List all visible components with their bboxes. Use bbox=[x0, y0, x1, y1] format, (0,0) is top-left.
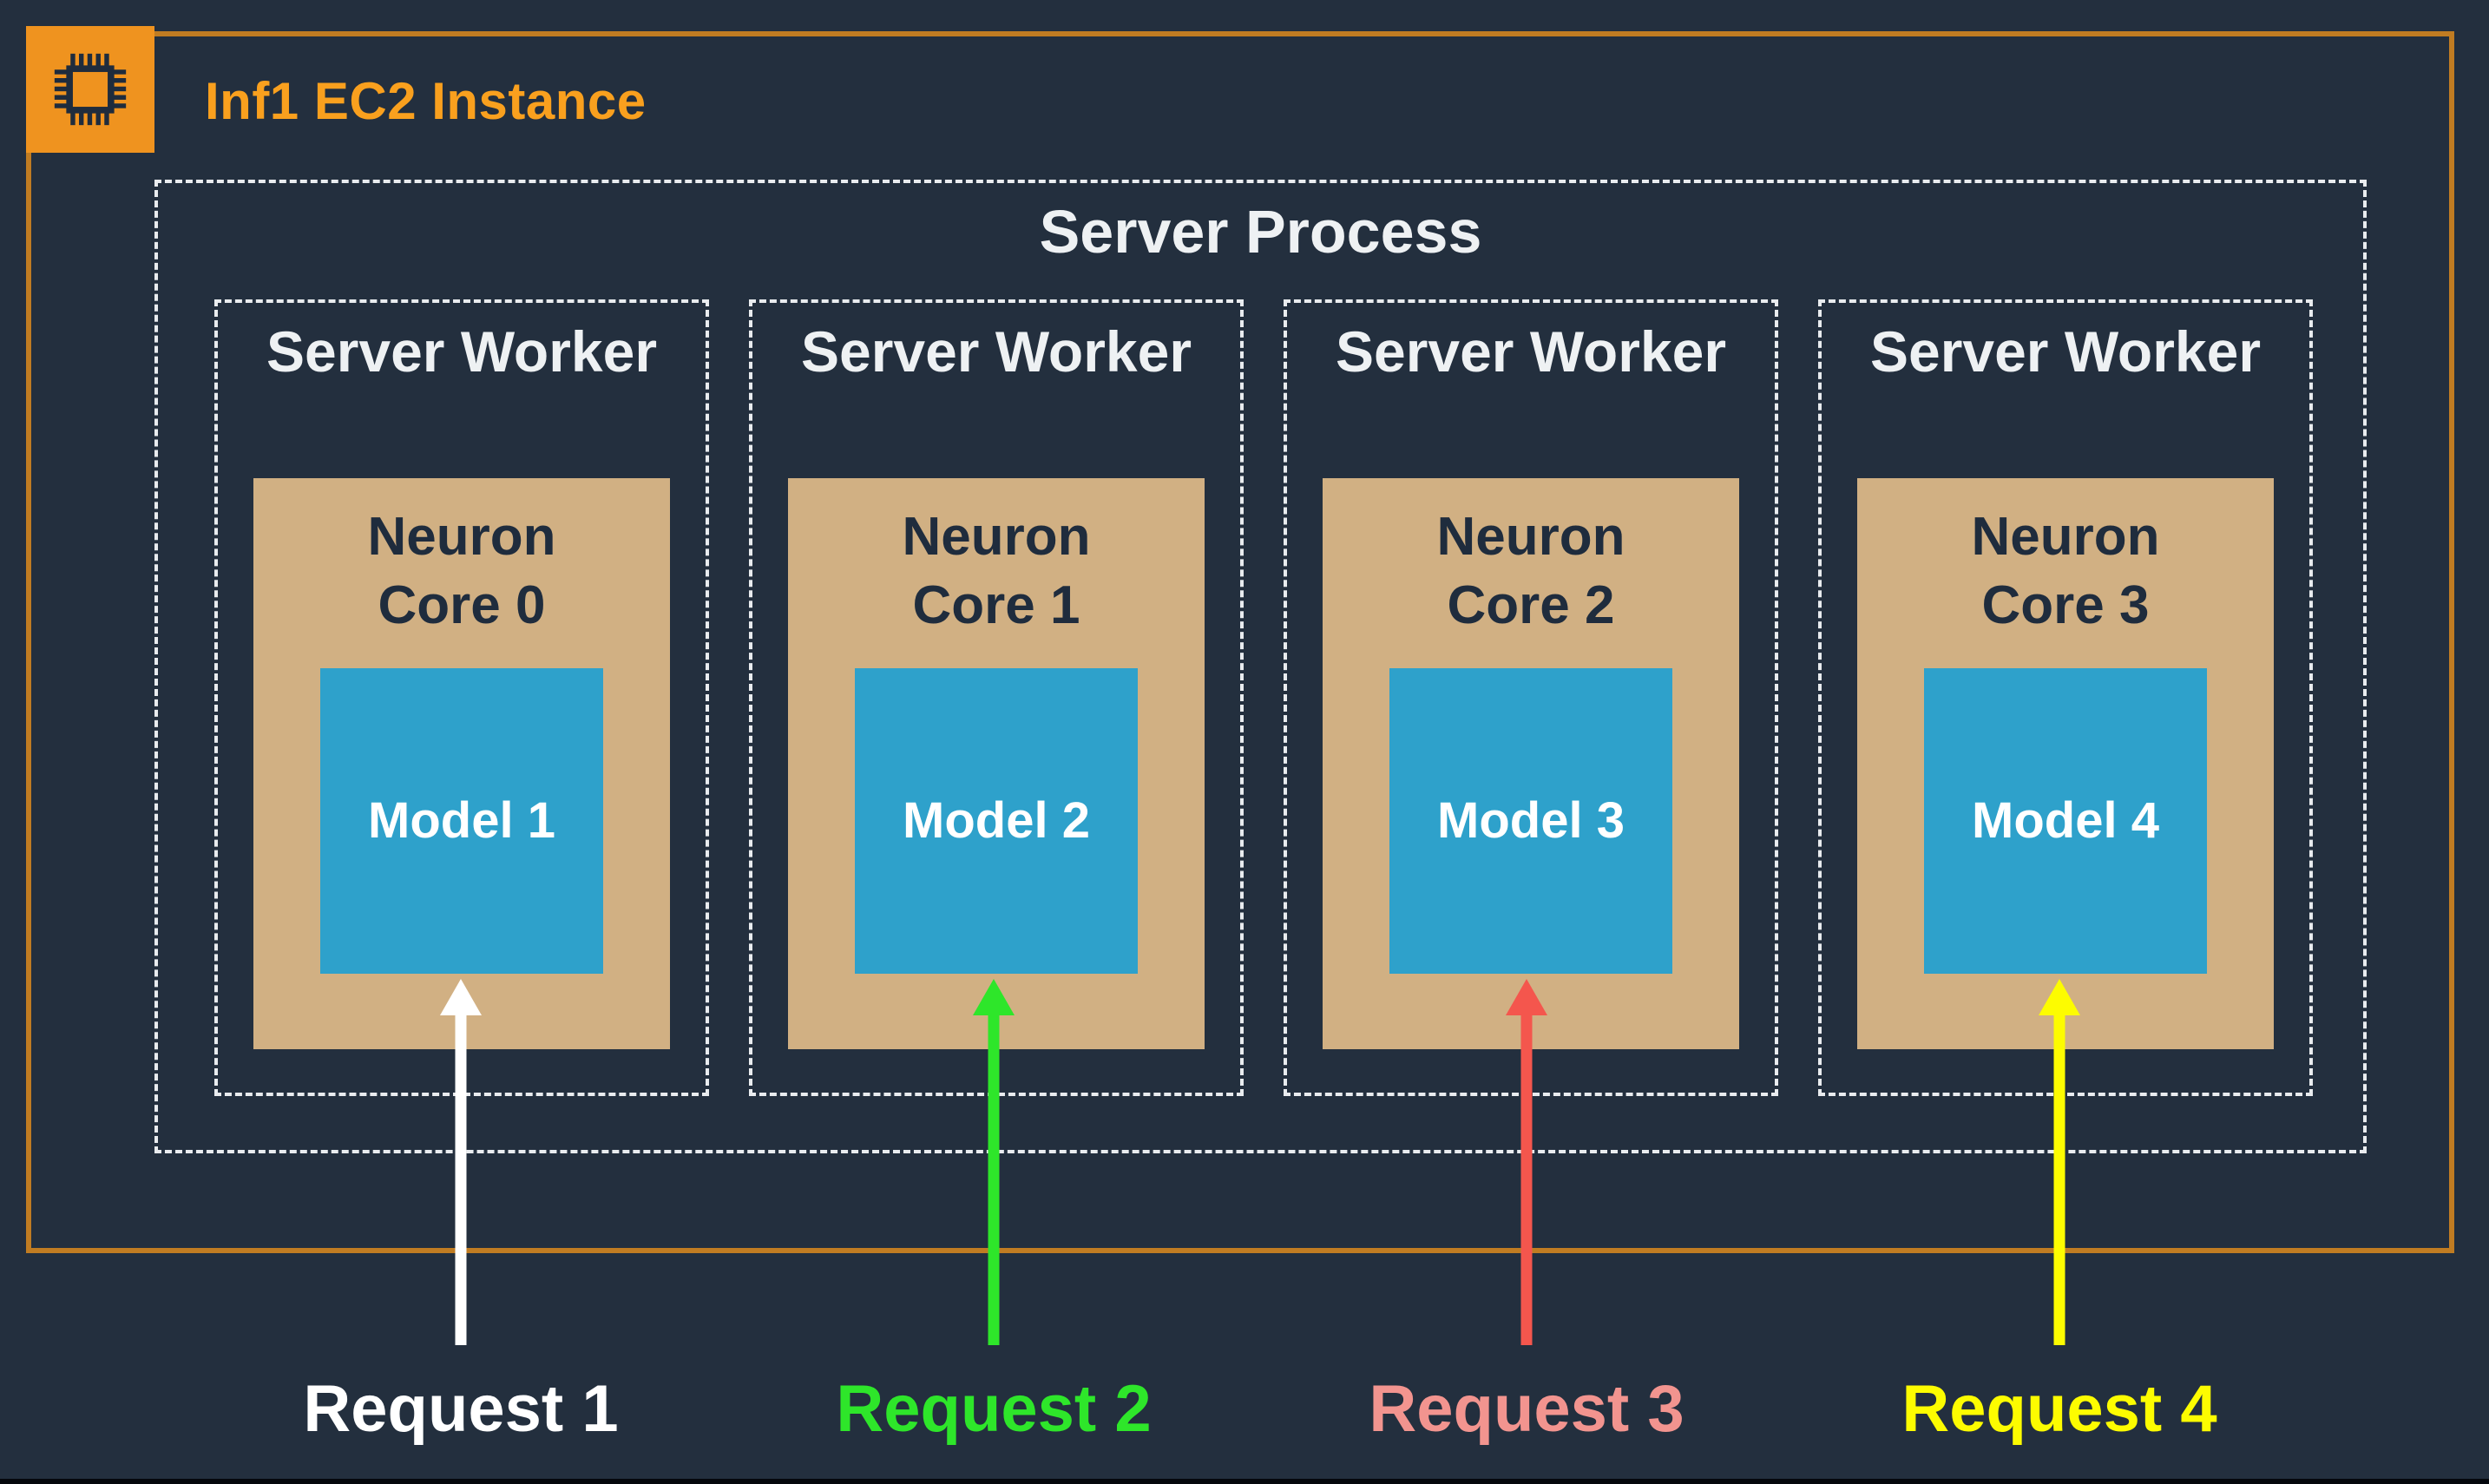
neuron-core-box-1: Neuron Core 1 Model 2 bbox=[788, 478, 1205, 1049]
request-4-label: Request 4 bbox=[1901, 1372, 2217, 1446]
model-box-3: Model 3 bbox=[1389, 667, 1672, 974]
neuron-core-box-3: Neuron Core 3 Model 4 bbox=[1857, 478, 2274, 1049]
neuron-core-line1: Neuron bbox=[1971, 507, 2160, 567]
neuron-core-label: Neuron Core 2 bbox=[1437, 502, 1625, 640]
model-box-1: Model 1 bbox=[320, 667, 603, 974]
server-worker-label: Server Worker bbox=[266, 319, 658, 384]
model-label: Model 4 bbox=[1972, 792, 2159, 850]
server-worker-label: Server Worker bbox=[1869, 319, 2262, 384]
server-worker-box-1: Server Worker Neuron Core 0 Model 1 bbox=[214, 299, 709, 1096]
neuron-core-line1: Neuron bbox=[902, 507, 1091, 567]
server-worker-box-3: Server Worker Neuron Core 2 Model 3 bbox=[1284, 299, 1778, 1096]
model-box-4: Model 4 bbox=[1924, 667, 2207, 974]
neuron-core-label: Neuron Core 3 bbox=[1972, 502, 2160, 640]
server-worker-box-4: Server Worker Neuron Core 3 Model 4 bbox=[1818, 299, 2313, 1096]
neuron-core-box-2: Neuron Core 2 Model 3 bbox=[1323, 478, 1739, 1049]
server-worker-box-2: Server Worker Neuron Core 1 Model 2 bbox=[749, 299, 1244, 1096]
request-1-arrow-icon bbox=[440, 979, 482, 1345]
bottom-edge-strip bbox=[0, 1479, 2489, 1484]
server-worker-label: Server Worker bbox=[800, 319, 1192, 384]
model-label: Model 1 bbox=[368, 792, 555, 850]
neuron-core-line2: Core 2 bbox=[1447, 575, 1615, 636]
inf1-ec2-instance-box bbox=[26, 31, 2454, 1253]
server-process-box: Server Process Server Worker Neuron Core… bbox=[154, 180, 2367, 1153]
neuron-core-box-0: Neuron Core 0 Model 1 bbox=[253, 478, 670, 1049]
ec2-instance-badge bbox=[26, 26, 154, 153]
neuron-core-line1: Neuron bbox=[367, 507, 556, 567]
neuron-core-line2: Core 1 bbox=[912, 575, 1080, 636]
neuron-core-label: Neuron Core 1 bbox=[903, 502, 1091, 640]
server-worker-label: Server Worker bbox=[1335, 319, 1727, 384]
request-3-arrow-icon bbox=[1506, 979, 1547, 1345]
server-workers-row: Server Worker Neuron Core 0 Model 1 Serv… bbox=[214, 299, 2313, 1096]
model-label: Model 2 bbox=[903, 792, 1090, 850]
chip-icon bbox=[54, 53, 127, 126]
model-label: Model 3 bbox=[1437, 792, 1625, 850]
request-2-label: Request 2 bbox=[836, 1372, 1152, 1446]
request-4-arrow-icon bbox=[2039, 979, 2080, 1345]
server-process-title: Server Process bbox=[1039, 198, 1482, 266]
neuron-core-label: Neuron Core 0 bbox=[368, 502, 556, 640]
neuron-core-line2: Core 0 bbox=[378, 575, 546, 636]
instance-title: Inf1 EC2 Instance bbox=[205, 72, 647, 130]
request-2-arrow-icon bbox=[973, 979, 1015, 1345]
neuron-core-line1: Neuron bbox=[1436, 507, 1625, 567]
request-1-label: Request 1 bbox=[303, 1372, 619, 1446]
model-box-2: Model 2 bbox=[855, 667, 1138, 974]
request-3-label: Request 3 bbox=[1369, 1372, 1685, 1446]
neuron-core-line2: Core 3 bbox=[1981, 575, 2150, 636]
